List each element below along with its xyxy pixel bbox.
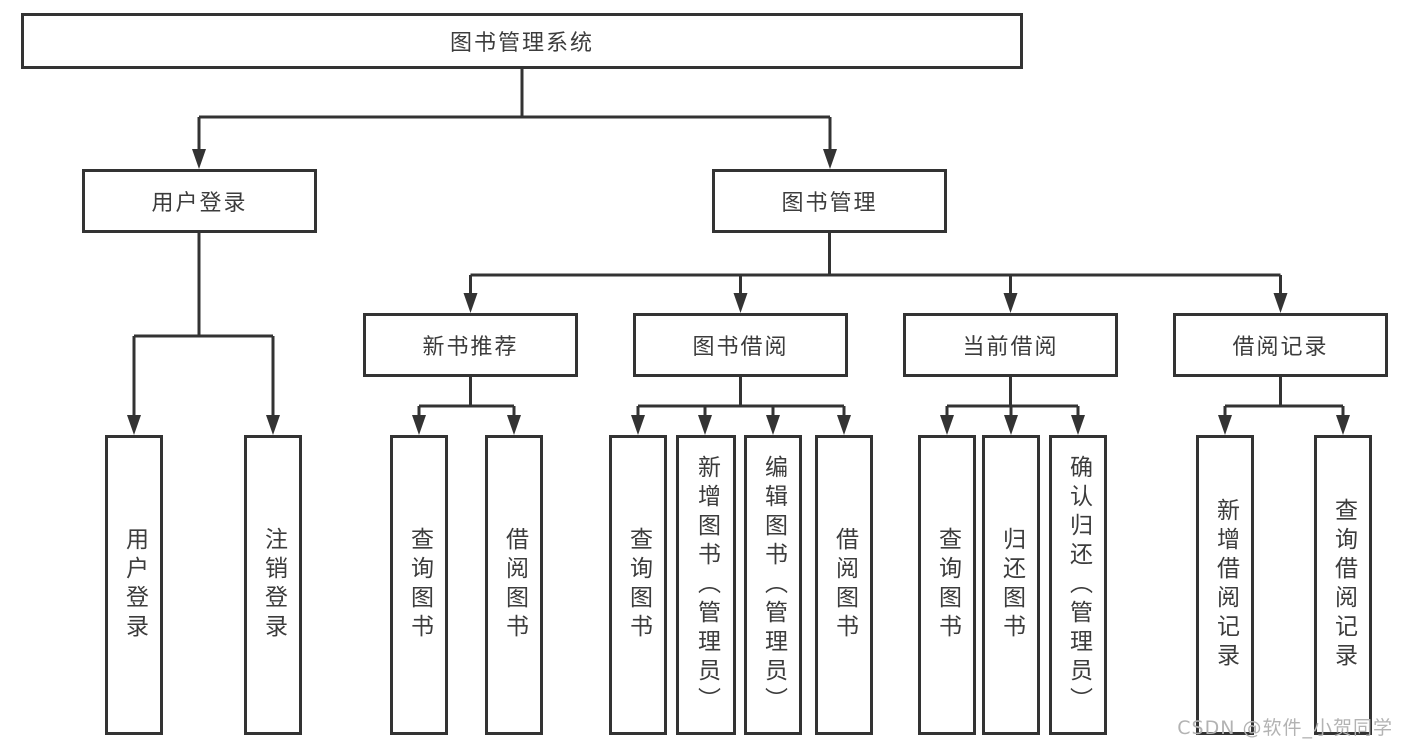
leaf-logout: 注销登录 <box>244 435 302 735</box>
node-label: 图书借阅 <box>692 335 789 360</box>
arrowheads <box>127 149 1350 435</box>
node-label: 新书推荐 <box>422 335 519 360</box>
leaf-add-borrow-record: 新增借阅记录 <box>1196 435 1254 735</box>
node-borrowing-records: 借阅记录 <box>1173 313 1388 377</box>
node-library-system: 图书管理系统 <box>21 13 1023 69</box>
node-new-book-recommend: 新书推荐 <box>363 313 578 377</box>
leaf-current-query-books: 查询图书 <box>918 435 976 735</box>
node-label: 当前借阅 <box>962 335 1059 360</box>
node-label: 归还图书 <box>998 527 1025 643</box>
node-label: 借阅图书 <box>831 527 858 643</box>
leaf-user-login: 用户登录 <box>105 435 163 735</box>
leaf-recommend-borrow-books: 借阅图书 <box>485 435 543 735</box>
node-label: 查询图书 <box>625 527 652 643</box>
node-label: 编辑图书（管理员） <box>760 454 787 716</box>
node-label: 新增借阅记录 <box>1212 498 1239 672</box>
node-label: 借阅图书 <box>501 527 528 643</box>
csdn-watermark: CSDN @软件_小贺同学 <box>1177 717 1393 739</box>
leaf-edit-books-admin: 编辑图书（管理员） <box>744 435 802 735</box>
node-label: 借阅记录 <box>1232 335 1329 360</box>
node-user-login: 用户登录 <box>82 169 317 233</box>
leaf-confirm-return-admin: 确认归还（管理员） <box>1049 435 1107 735</box>
leaf-query-borrow-record: 查询借阅记录 <box>1314 435 1372 735</box>
node-book-management: 图书管理 <box>712 169 947 233</box>
node-label: 图书管理系统 <box>449 31 594 56</box>
node-label: 用户登录 <box>121 527 148 643</box>
node-label: 查询借阅记录 <box>1330 498 1357 672</box>
leaf-borrowing-query-books: 查询图书 <box>609 435 667 735</box>
leaf-borrowing-borrow-books: 借阅图书 <box>815 435 873 735</box>
leaf-return-books: 归还图书 <box>982 435 1040 735</box>
node-label: 确认归还（管理员） <box>1065 454 1092 716</box>
node-current-borrowing: 当前借阅 <box>903 313 1118 377</box>
node-label: 图书管理 <box>781 191 878 216</box>
node-book-borrowing: 图书借阅 <box>633 313 848 377</box>
leaf-add-books-admin: 新增图书（管理员） <box>676 435 736 735</box>
node-label: 新增图书（管理员） <box>693 454 720 716</box>
node-label: 注销登录 <box>260 527 287 643</box>
leaf-recommend-query-books: 查询图书 <box>390 435 448 735</box>
node-label: 用户登录 <box>151 191 248 216</box>
node-label: 查询图书 <box>934 527 961 643</box>
node-label: 查询图书 <box>406 527 433 643</box>
